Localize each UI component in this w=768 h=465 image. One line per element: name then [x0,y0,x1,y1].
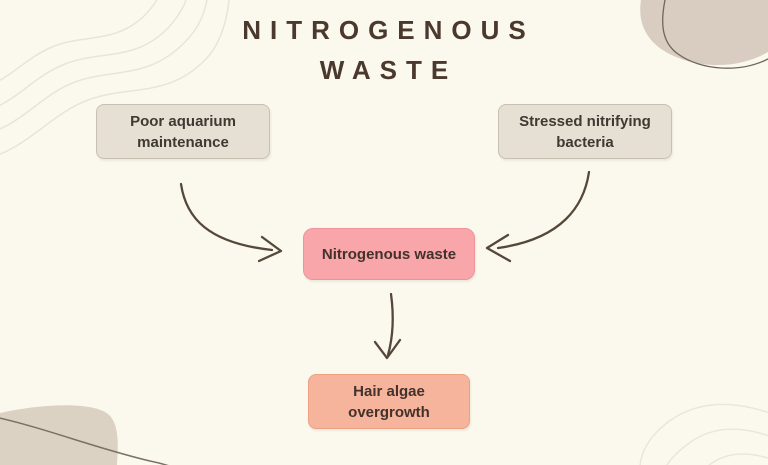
node-hair-algae-overgrowth: Hair algae overgrowth [308,374,470,429]
title-line-1: NITROGENOUS [242,15,535,45]
node-label-line: Stressed nitrifying [519,112,651,130]
arrow-left-cause [179,182,283,263]
node-poor-aquarium-maintenance: Poor aquarium maintenance [96,104,270,159]
page-title: NITROGENOUS WASTE [0,10,768,90]
node-nitrogenous-waste: Nitrogenous waste [303,228,475,280]
node-stressed-nitrifying-bacteria: Stressed nitrifying bacteria [498,104,672,159]
arrow-down-result [373,292,402,360]
title-line-2: WASTE [319,55,458,85]
node-label: Nitrogenous waste [321,245,457,263]
arrow-right-cause [485,170,591,263]
node-label-line: maintenance [137,133,229,151]
bottomleft-line [0,417,169,465]
topright-outline [662,0,768,69]
node-label-line: bacteria [556,133,614,151]
bottomright-contour-lines [639,403,768,465]
node-label-line: Hair algae [353,382,425,400]
topleft-contour-lines [0,0,230,155]
node-label-line: overgrowth [348,403,430,421]
node-label-line: Poor aquarium [130,112,236,130]
